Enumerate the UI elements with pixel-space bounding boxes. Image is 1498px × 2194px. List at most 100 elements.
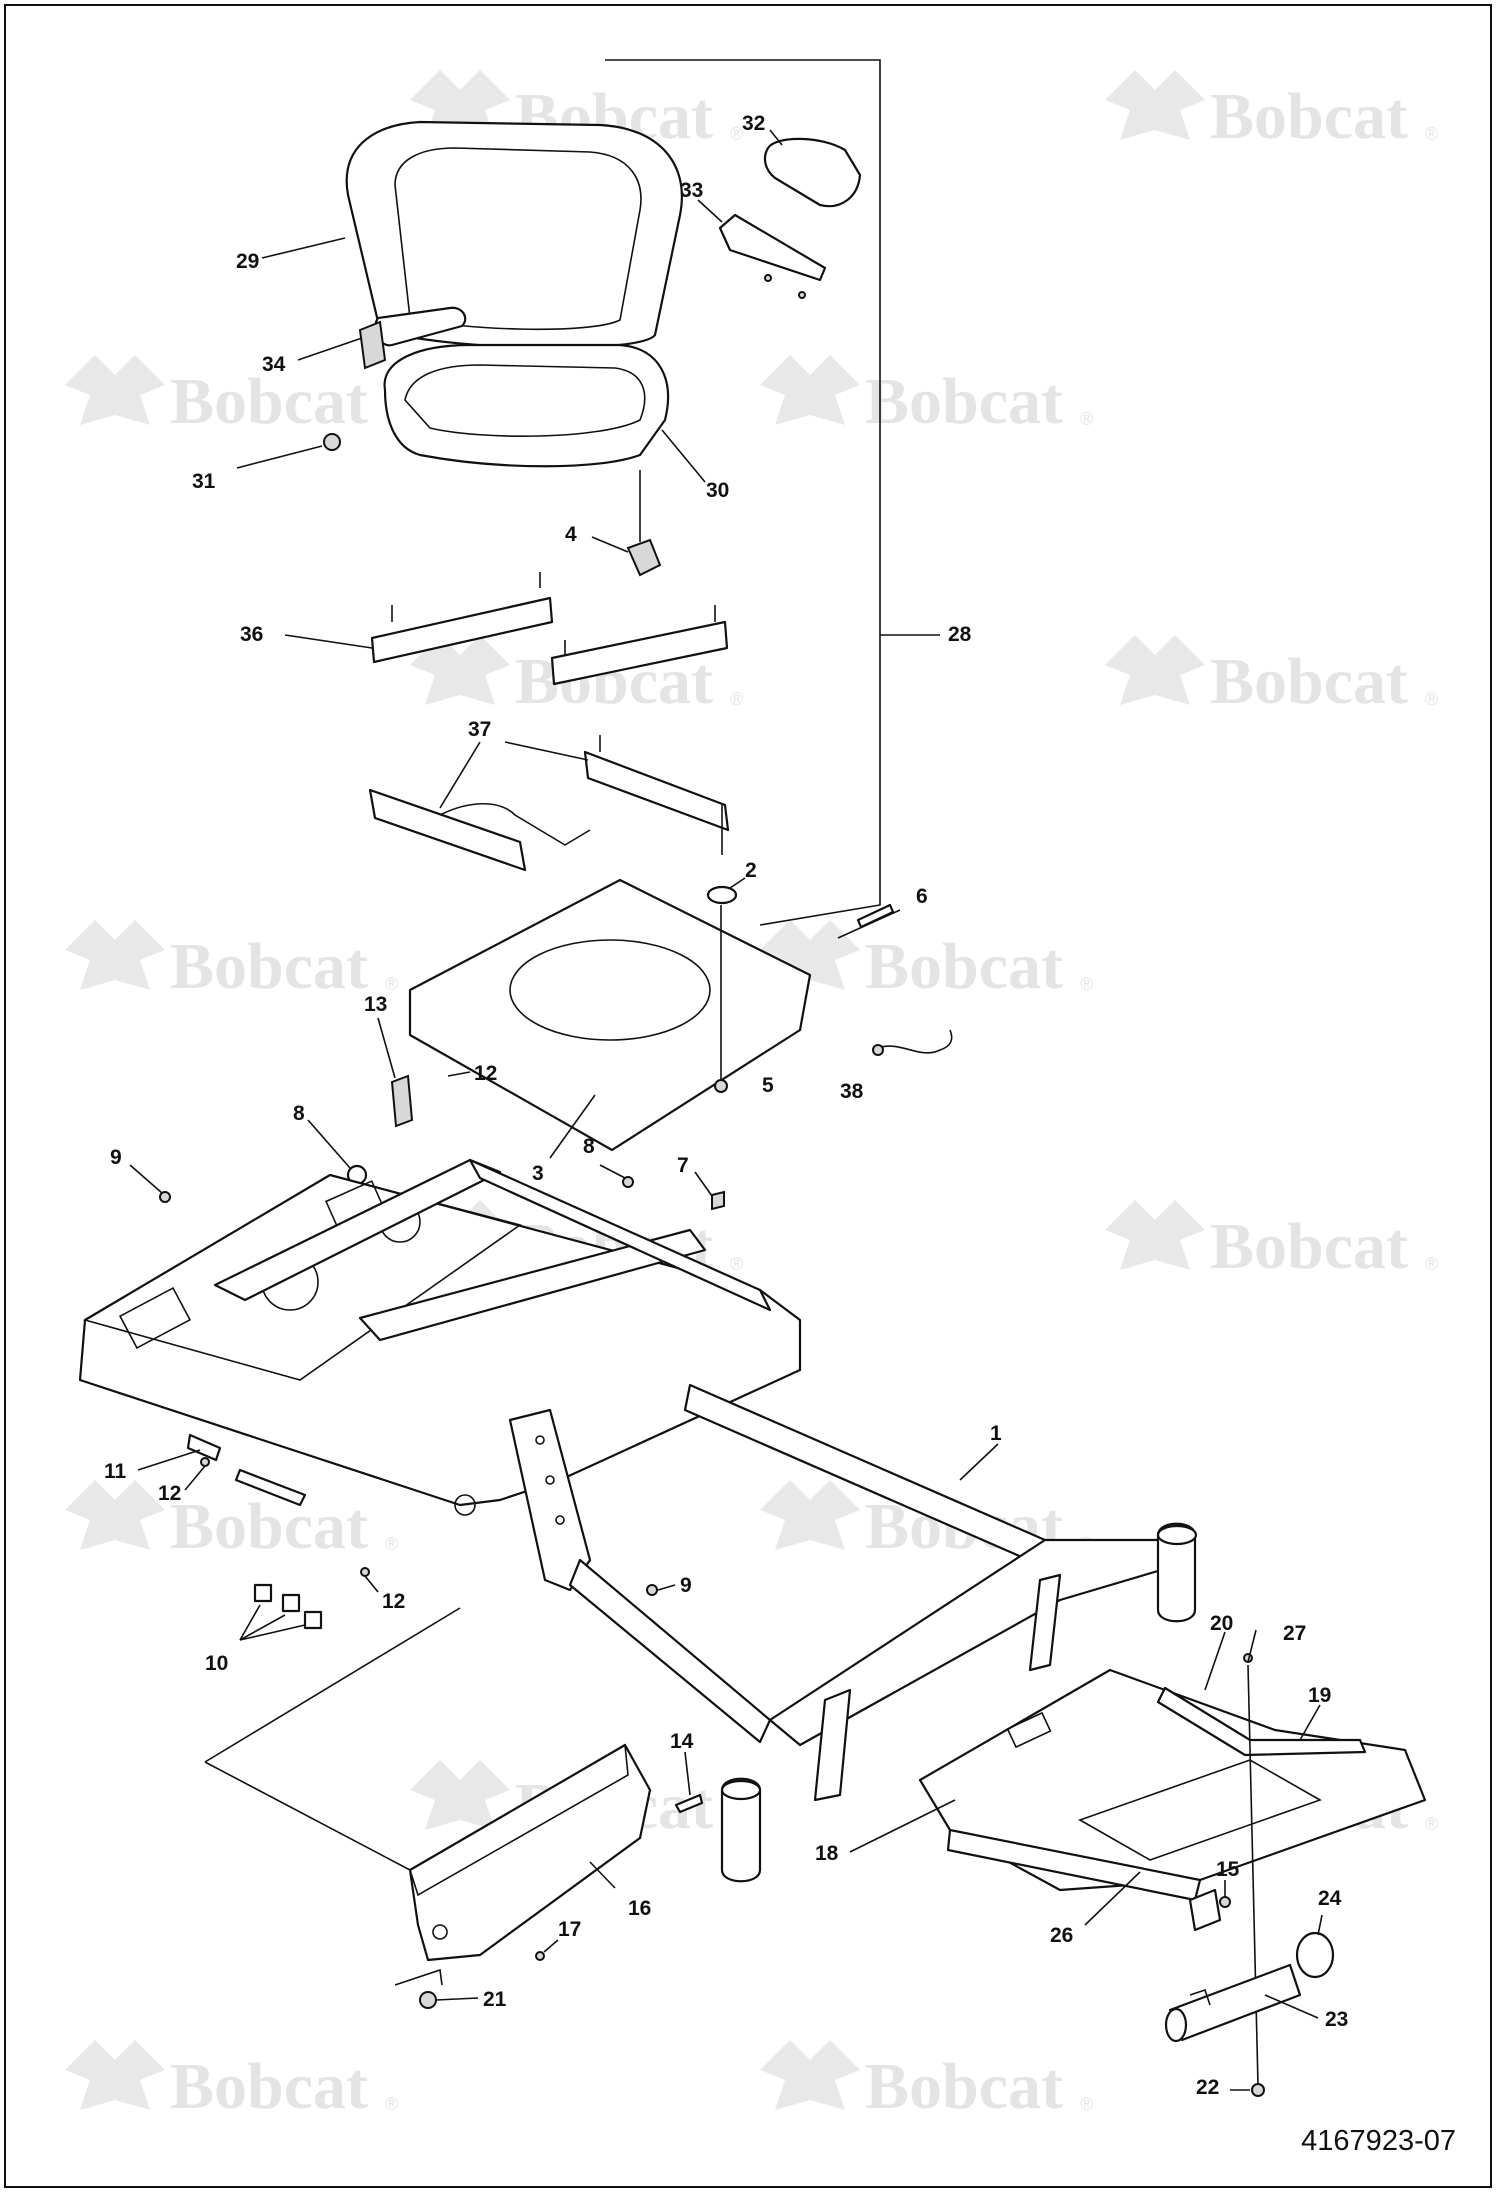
callout: 8 bbox=[293, 1102, 305, 1125]
screw-17 bbox=[535, 1951, 545, 1961]
svg-text:Bobcat: Bobcat bbox=[1210, 1210, 1408, 1283]
svg-text:®: ® bbox=[1080, 409, 1093, 429]
callout: 9 bbox=[110, 1146, 122, 1169]
callout: 33 bbox=[680, 179, 703, 202]
callout: 4 bbox=[565, 523, 577, 546]
callout: 10 bbox=[205, 1652, 228, 1675]
callout: 1 bbox=[990, 1422, 1002, 1445]
rubber-mount bbox=[253, 1583, 273, 1603]
leader-18 bbox=[849, 1799, 956, 1853]
callout: 8 bbox=[583, 1135, 595, 1158]
leader-21 bbox=[435, 1997, 479, 2001]
nut-15 bbox=[1219, 1896, 1231, 1908]
leader-14 bbox=[684, 1751, 691, 1796]
callout: 5 bbox=[762, 1074, 774, 1097]
leader-10b bbox=[239, 1614, 286, 1641]
leader-30 bbox=[661, 429, 706, 483]
svg-text:®: ® bbox=[385, 1534, 398, 1554]
leader-12c bbox=[364, 1575, 379, 1593]
shield-flange bbox=[409, 1743, 629, 1897]
leader-7 bbox=[694, 1171, 713, 1197]
caster-tube-top bbox=[1156, 1524, 1198, 1546]
leader-19 bbox=[1299, 1704, 1321, 1741]
bracket-fastener bbox=[764, 274, 772, 282]
callout: 15 bbox=[1216, 1858, 1240, 1881]
callout: 31 bbox=[192, 470, 216, 493]
svg-text:®: ® bbox=[730, 1254, 743, 1274]
leader-34 bbox=[297, 337, 363, 361]
callout: 12 bbox=[382, 1590, 405, 1613]
knob-21-bracket bbox=[394, 1968, 443, 1986]
watermark: Bobcat ® bbox=[65, 355, 398, 438]
svg-text:Bobcat: Bobcat bbox=[1210, 80, 1408, 153]
callout: 6 bbox=[916, 885, 928, 908]
leader-23 bbox=[1264, 1994, 1319, 2019]
side-rail bbox=[468, 1158, 772, 1312]
wire-harness bbox=[877, 1029, 953, 1054]
callout: 37 bbox=[468, 718, 491, 741]
hinge-tab bbox=[1189, 1988, 1211, 2006]
frame-bolt-hole bbox=[454, 1494, 476, 1516]
leader-1 bbox=[959, 1443, 999, 1481]
rubber-mount bbox=[281, 1593, 301, 1613]
leader-8b bbox=[599, 1164, 626, 1179]
svg-text:®: ® bbox=[1080, 974, 1093, 994]
foot-pan-tread bbox=[1078, 1759, 1322, 1861]
leader-17 bbox=[543, 1939, 559, 1953]
foot-pan-tab bbox=[1006, 1711, 1052, 1749]
svg-text:Bobcat: Bobcat bbox=[865, 365, 1063, 438]
screw-12 bbox=[200, 1457, 210, 1467]
seat-cushion bbox=[383, 343, 670, 468]
bolt-31 bbox=[323, 433, 341, 451]
leader-24 bbox=[1317, 1914, 1323, 1936]
callout: 11 bbox=[104, 1460, 127, 1483]
seat-backrest-panel bbox=[394, 147, 642, 331]
hinge-pin-23 bbox=[1164, 1963, 1302, 2043]
knob-21 bbox=[419, 1991, 437, 2009]
slide-lever bbox=[439, 802, 591, 846]
armrest-bracket bbox=[718, 213, 827, 282]
pivot-plate bbox=[813, 1688, 852, 1802]
leader-27 bbox=[1247, 1629, 1257, 1663]
caster-tube bbox=[720, 1777, 762, 1883]
cross-member bbox=[358, 1228, 707, 1342]
slide-track bbox=[583, 750, 730, 832]
pin-axis bbox=[1247, 1664, 1259, 2086]
svg-text:Bobcat: Bobcat bbox=[170, 1490, 368, 1563]
cap-8b bbox=[622, 1176, 634, 1188]
chassis-access-plate bbox=[118, 1286, 192, 1350]
leader-12a bbox=[447, 1071, 471, 1077]
svg-text:®: ® bbox=[1080, 2094, 1093, 2114]
svg-text:®: ® bbox=[1425, 1254, 1438, 1274]
grommet-9 bbox=[159, 1191, 171, 1203]
callout: 16 bbox=[628, 1897, 651, 1920]
shield-16 bbox=[408, 1743, 652, 1962]
callout: 3 bbox=[532, 1162, 544, 1185]
callout: 19 bbox=[1308, 1684, 1331, 1707]
bolt-14 bbox=[674, 1793, 704, 1814]
leader-8a bbox=[307, 1119, 351, 1169]
svg-text:®: ® bbox=[385, 2094, 398, 2114]
svg-text:Bobcat: Bobcat bbox=[170, 2050, 368, 2123]
cross-member bbox=[213, 1158, 502, 1302]
leader-11 bbox=[137, 1449, 201, 1471]
rubber-mounts bbox=[253, 1583, 323, 1630]
leader-6 bbox=[837, 909, 901, 939]
nut-5 bbox=[714, 1079, 728, 1093]
svg-text:Bobcat: Bobcat bbox=[170, 365, 368, 438]
bushing-24 bbox=[1295, 1931, 1335, 1979]
leader-3 bbox=[549, 1094, 596, 1159]
leader-33 bbox=[697, 199, 723, 223]
leader-37b bbox=[504, 741, 589, 761]
callout: 17 bbox=[558, 1918, 581, 1941]
callout: 24 bbox=[1318, 1887, 1342, 1910]
leader-20 bbox=[1204, 1631, 1226, 1691]
bracket-fastener bbox=[798, 291, 806, 299]
armrest-pad bbox=[763, 137, 862, 208]
callout: 22 bbox=[1196, 2076, 1219, 2099]
watermark: Bobcat ® bbox=[760, 355, 1093, 438]
callout: 12 bbox=[158, 1482, 181, 1505]
hinge-tube-end bbox=[1164, 2007, 1188, 2043]
leader-10c bbox=[239, 1624, 306, 1641]
svg-text:Bobcat: Bobcat bbox=[865, 2050, 1063, 2123]
